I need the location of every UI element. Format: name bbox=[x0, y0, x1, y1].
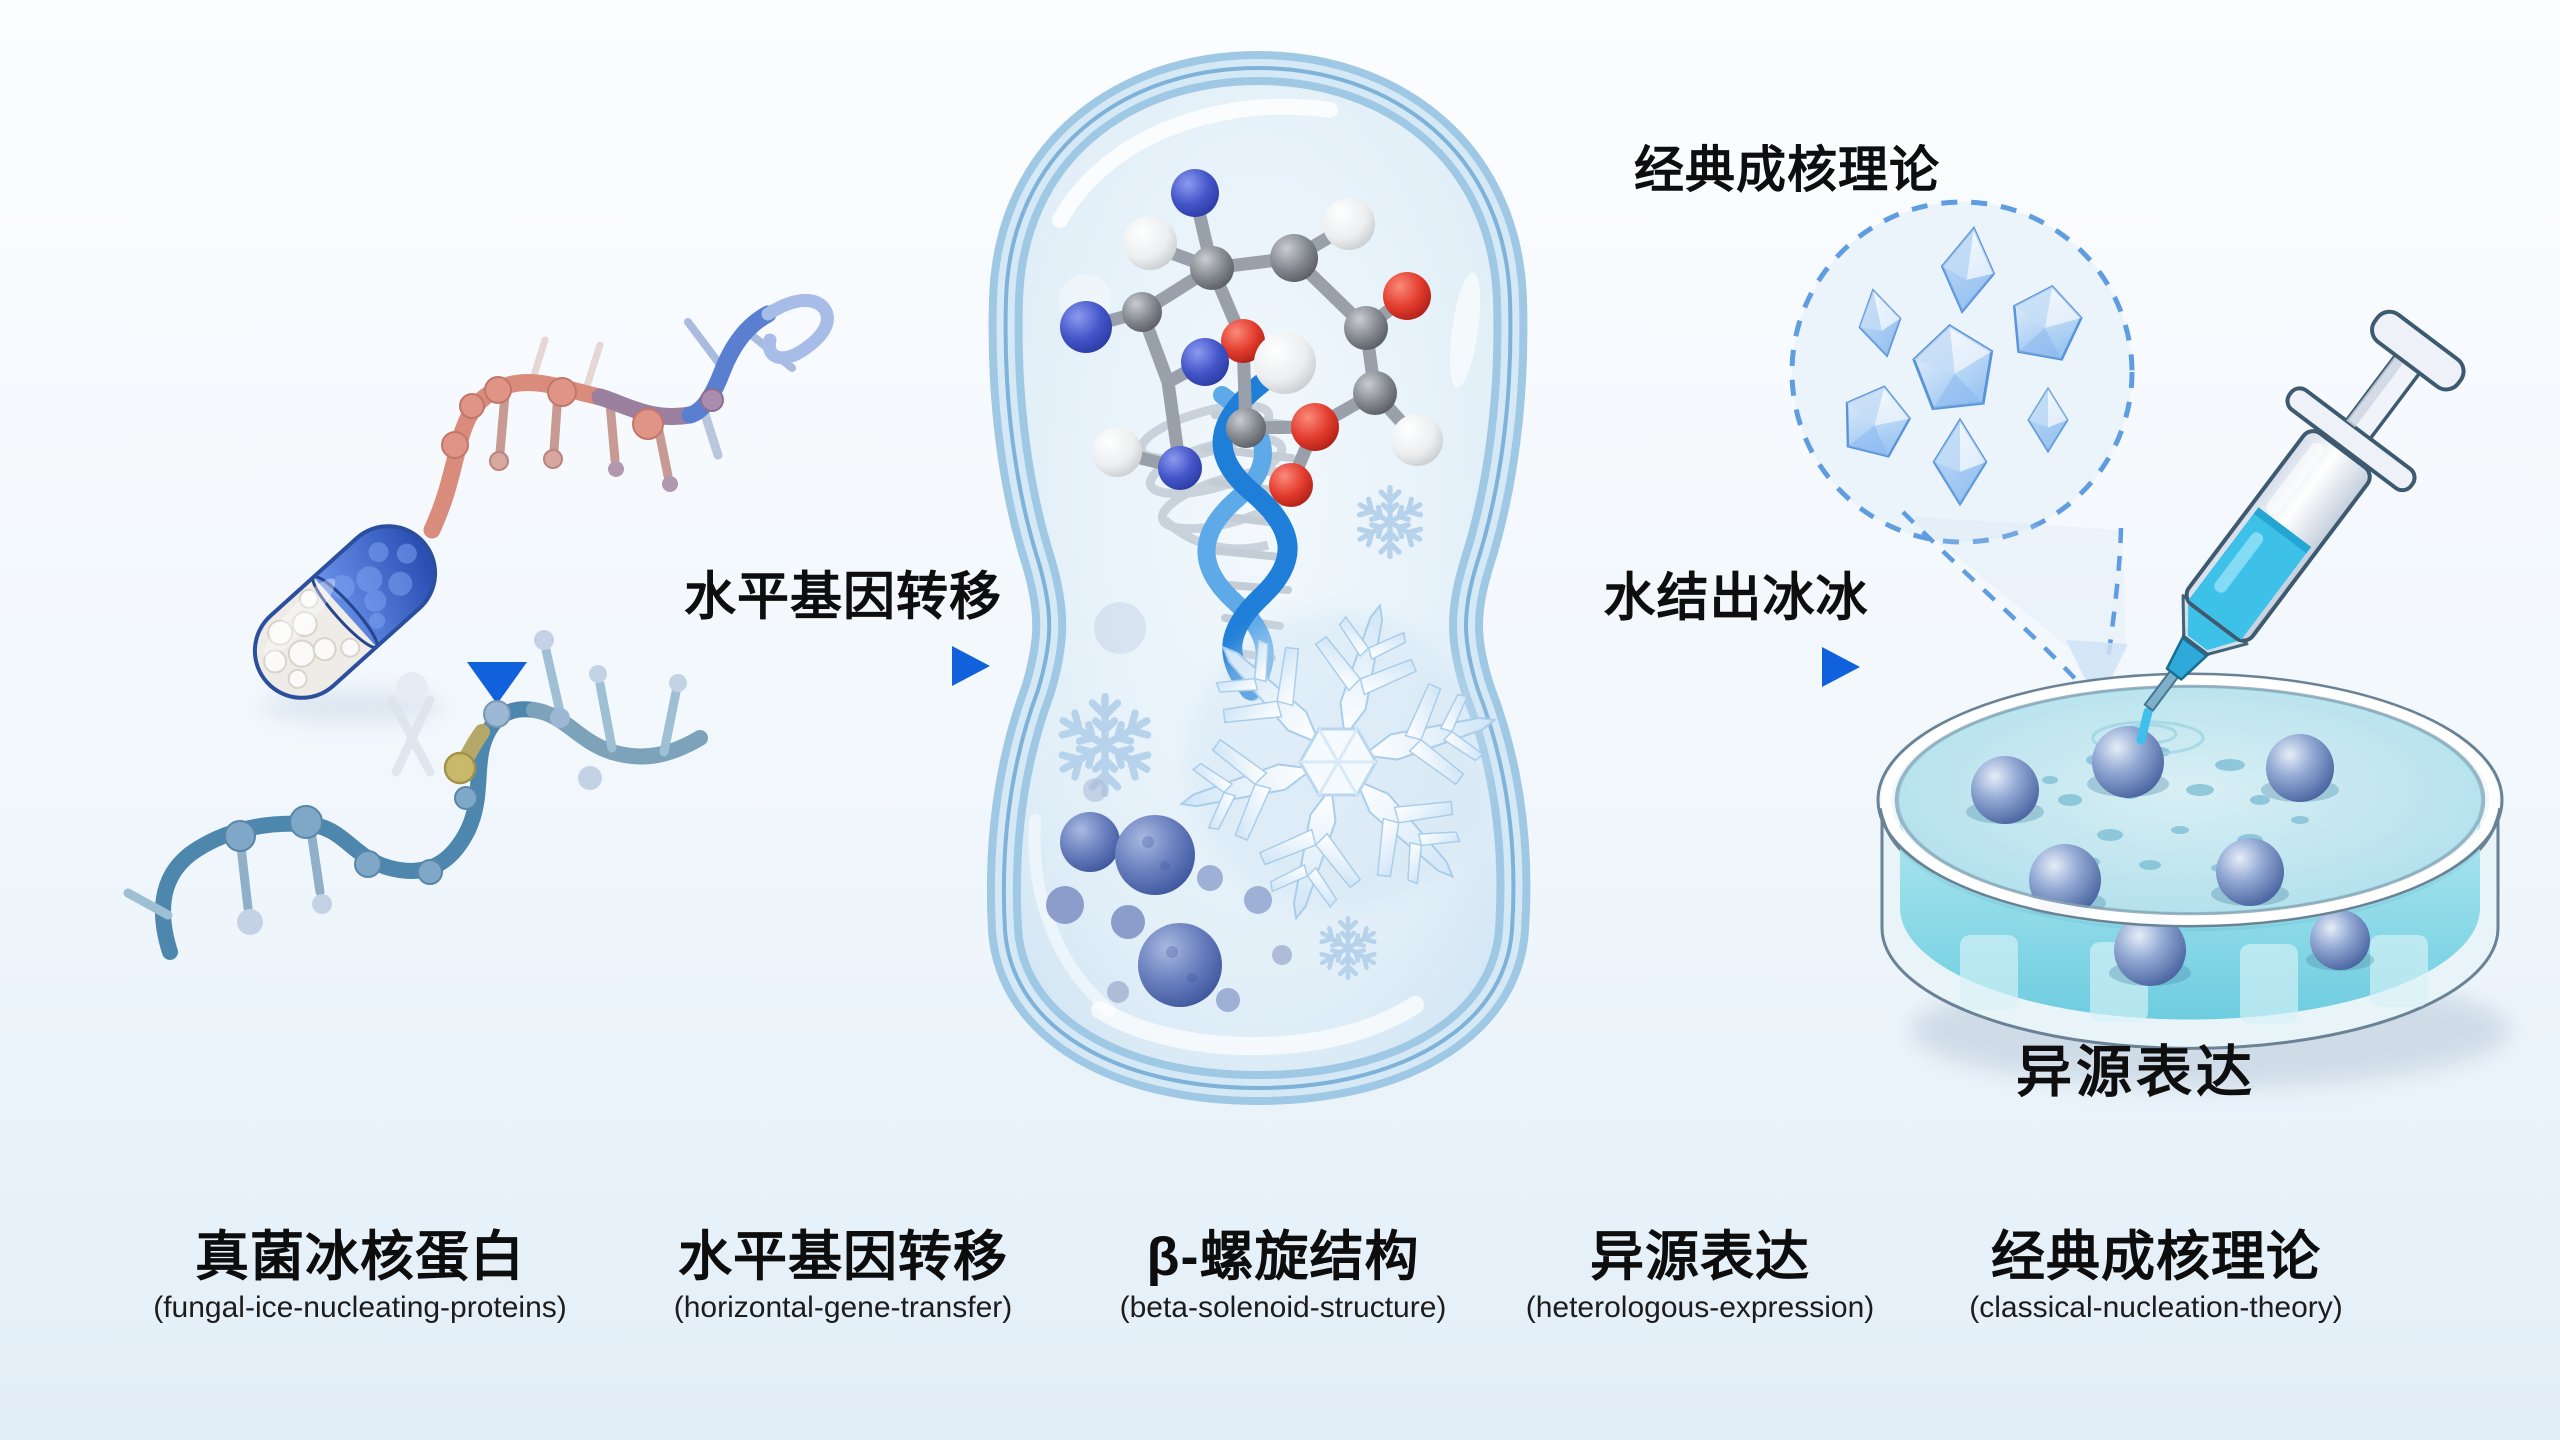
glossary-term-fungal-ice-nucleating-proteins: 真菌冰核蛋白 (fungal-ice-nucleating-proteins) bbox=[153, 1226, 567, 1328]
term-zh: β-螺旋结构 bbox=[1146, 1227, 1420, 1287]
term-en: (classical-nucleation-theory) bbox=[1969, 1291, 2343, 1324]
dna-strand-icon bbox=[123, 630, 708, 960]
glossary-term-classical-nucleation-theory: 经典成核理论 (classical-nucleation-theory) bbox=[1969, 1226, 2342, 1328]
vesicle-cluster-icon bbox=[1046, 602, 1292, 1012]
glossary-term-beta-solenoid-structure: β-螺旋结构 (beta-solenoid-structure) bbox=[1120, 1226, 1447, 1328]
term-zh: 经典成核理论 bbox=[1990, 1227, 2321, 1287]
molecule-icon bbox=[1060, 169, 1443, 507]
heterologous-expression-dish-label: 异源表达 bbox=[2016, 1040, 2256, 1104]
colony-spheres bbox=[1966, 726, 2374, 986]
rna-strand-icon bbox=[423, 293, 834, 539]
petri-dish-icon bbox=[1876, 672, 2510, 1088]
nucleation-group bbox=[1789, 199, 2510, 1088]
term-zh: 水平基因转移 bbox=[677, 1227, 1008, 1287]
term-en: (horizontal-gene-transfer) bbox=[673, 1291, 1013, 1324]
syringe-icon bbox=[2136, 309, 2466, 745]
snowflake-icon bbox=[1167, 591, 1509, 933]
classical-nucleation-theory-label: 经典成核理论 bbox=[1634, 142, 1940, 198]
surface-speckles bbox=[2042, 747, 2309, 872]
term-en: (heterologous-expression) bbox=[1525, 1291, 1875, 1324]
term-en: (fungal-ice-nucleating-proteins) bbox=[153, 1291, 567, 1324]
capsule-icon bbox=[252, 524, 438, 700]
down-arrow-icon bbox=[467, 560, 527, 704]
bacterial-cell-icon bbox=[986, 50, 1531, 1106]
term-zh: 异源表达 bbox=[1589, 1227, 1810, 1287]
arrow-right-icon-1 bbox=[706, 646, 990, 686]
glossary-term-heterologous-expression: 异源表达 (heterologous-expression) bbox=[1526, 1226, 1875, 1328]
ice-crystal-circle-icon bbox=[1789, 199, 2135, 545]
arrow-right-icon-2 bbox=[1598, 647, 1860, 687]
glossary-term-horizontal-gene-transfer: 水平基因转移 (horizontal-gene-transfer) bbox=[674, 1226, 1012, 1328]
freezing-arrow-label: 水结出冰冰 bbox=[1603, 569, 1869, 628]
term-en: (beta-solenoid-structure) bbox=[1119, 1291, 1447, 1324]
funnel-dashes-icon bbox=[1901, 510, 2128, 706]
horizontal-gene-transfer-arrow-label: 水平基因转移 bbox=[683, 568, 1003, 627]
term-zh: 真菌冰核蛋白 bbox=[194, 1227, 525, 1287]
fungal-gene-source-group bbox=[123, 293, 834, 960]
